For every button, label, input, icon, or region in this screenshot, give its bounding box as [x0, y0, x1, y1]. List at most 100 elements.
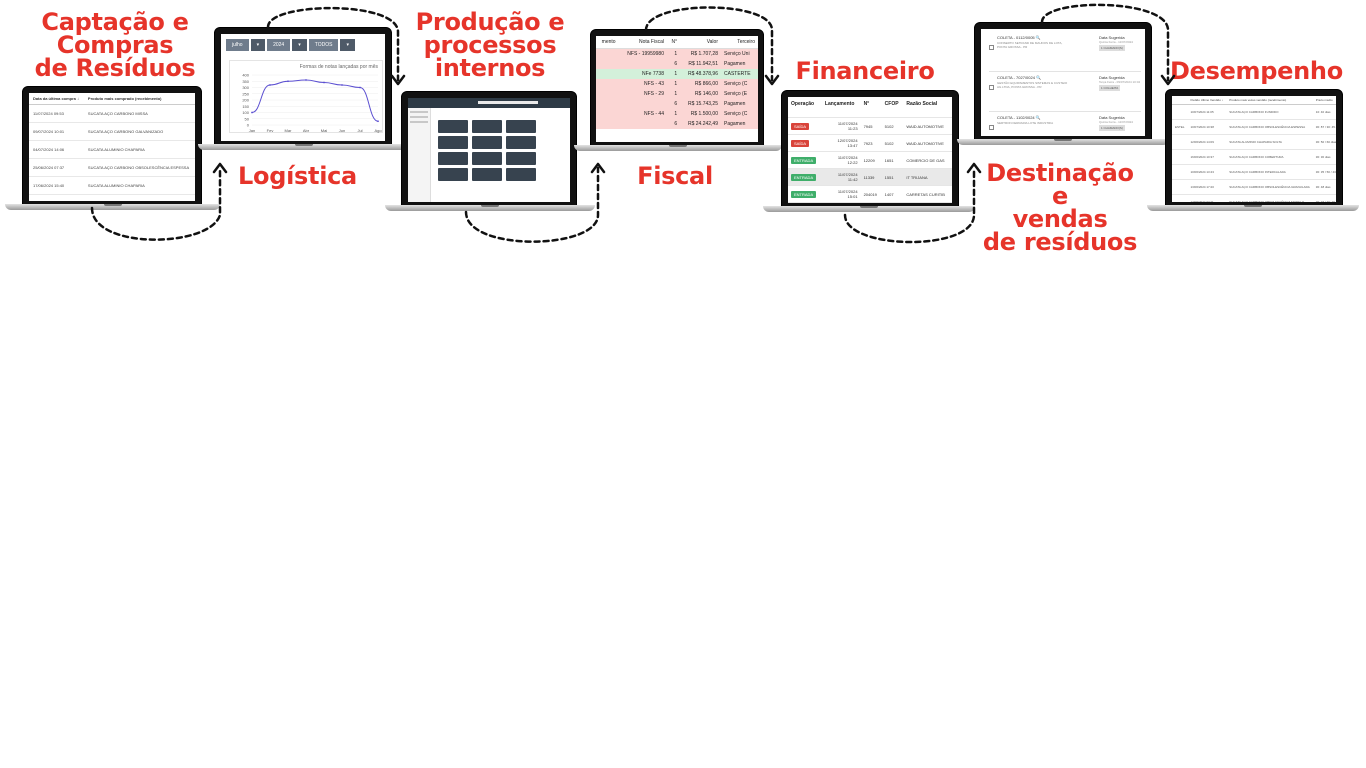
company-cell [903, 202, 952, 203]
column-header[interactable]: N° [863, 101, 870, 107]
pickup-card[interactable]: COLETA - 1102/0024 🔍SERTRON FERRARIA LOT… [989, 113, 1141, 136]
sales-table: Pedido Ultimo Vendido ↓ Produto mais vez… [1172, 96, 1336, 202]
chevron-down-icon[interactable]: ▾ [340, 39, 355, 51]
process-card[interactable] [438, 152, 468, 165]
data-point[interactable] [251, 111, 253, 114]
table-header-row: Operação Lançamento N° CFOP Razão Social [788, 97, 952, 118]
checkbox[interactable] [989, 85, 994, 90]
year-filter-button[interactable]: 2024 [267, 39, 291, 51]
process-card[interactable] [472, 168, 502, 181]
process-card[interactable] [472, 152, 502, 165]
column-header[interactable]: Produto mais comprado (recebimento) [83, 93, 195, 105]
label-captacao-line2: Compras [56, 31, 174, 59]
process-card[interactable] [506, 168, 536, 181]
data-point[interactable] [305, 79, 307, 81]
sidebar-item[interactable] [410, 116, 428, 118]
checkbox[interactable] [989, 125, 994, 130]
y-tick-label: 0 [247, 123, 250, 128]
column-header[interactable]: Produto mais vezes vendido (recebimento) [1226, 96, 1313, 105]
all-filter-button[interactable]: TODOS [308, 39, 339, 51]
column-header[interactable]: Pedido Ultimo Vendido ↓ [1187, 96, 1227, 105]
sidebar-item[interactable] [410, 111, 428, 113]
sidebar-item[interactable] [410, 121, 428, 123]
y-tick-label: 400 [242, 73, 249, 78]
column-header[interactable]: Operação [791, 101, 815, 107]
process-card[interactable] [438, 120, 468, 133]
invoice-number-cell: NFe 7738 [618, 69, 667, 79]
column-header[interactable] [1172, 96, 1188, 105]
label-producao: Produção e processos internos [415, 10, 565, 80]
pickup-card[interactable]: COLETA - 0112/0005 🔍CONSERTO SETRAND DE … [989, 33, 1141, 72]
pickup-description: GESTÃO EQUIPAMENTOS SISTEMAS E CUSTEIO A… [997, 81, 1068, 89]
process-card[interactable] [506, 136, 536, 149]
column-header[interactable]: CFOP [884, 101, 899, 107]
process-card[interactable] [472, 120, 502, 133]
data-point[interactable] [377, 120, 379, 123]
process-card[interactable] [506, 120, 536, 133]
chevron-down-icon[interactable]: ▾ [292, 39, 307, 51]
column-header[interactable]: Terceiro [721, 36, 758, 49]
laptop-display: Pedido Ultimo Vendido ↓ Produto mais vez… [1172, 96, 1336, 202]
table-cell [596, 79, 619, 89]
process-card[interactable] [506, 152, 536, 165]
table-cell: 30: 48 dias [1312, 179, 1336, 195]
column-header[interactable]: Prazo médio [1312, 96, 1336, 105]
process-card[interactable] [472, 136, 502, 149]
data-point[interactable] [287, 80, 289, 83]
pickup-tag[interactable]: 1 CHAMADO(S) [1099, 125, 1125, 131]
table-cell: ESTEL [1172, 119, 1188, 135]
column-header[interactable]: N° [666, 36, 681, 49]
date-text: 11/07/2024 [837, 172, 858, 177]
column-header[interactable]: Valor [680, 36, 721, 49]
column-header[interactable]: Lançamento [824, 101, 855, 107]
column-header[interactable]: Nota Fiscal [618, 36, 667, 49]
invoice-value-cell: R$ 15.743,25 [680, 99, 721, 109]
column-header[interactable]: Razão Social [906, 101, 938, 107]
process-card[interactable] [438, 136, 468, 149]
invoice-value-cell: R$ 1.500,00 [680, 109, 721, 119]
data-point[interactable] [269, 84, 271, 86]
invoice-value-cell: R$ 1.707,28 [680, 48, 721, 59]
month-filter-button[interactable]: julho [226, 39, 249, 51]
data-point[interactable] [323, 81, 325, 84]
chevron-down-icon[interactable]: ▾ [250, 39, 266, 51]
pickup-tag[interactable]: 1 CHAMADO(S) [1099, 45, 1125, 51]
data-point[interactable] [359, 86, 361, 89]
search-input[interactable] [478, 101, 538, 104]
invoice-number-cell [618, 119, 667, 129]
column-header[interactable]: Data da última compra ↓ [29, 93, 84, 105]
column-header[interactable]: mento [596, 36, 619, 49]
checkbox[interactable] [989, 45, 994, 50]
pickup-tag[interactable]: 1 COLHEITA [1099, 85, 1121, 91]
pickup-card[interactable]: COLETA - 7027/0024 🔍GESTÃO EQUIPAMENTOS … [989, 73, 1141, 112]
data-point[interactable] [341, 84, 343, 86]
process-card[interactable] [438, 168, 468, 181]
